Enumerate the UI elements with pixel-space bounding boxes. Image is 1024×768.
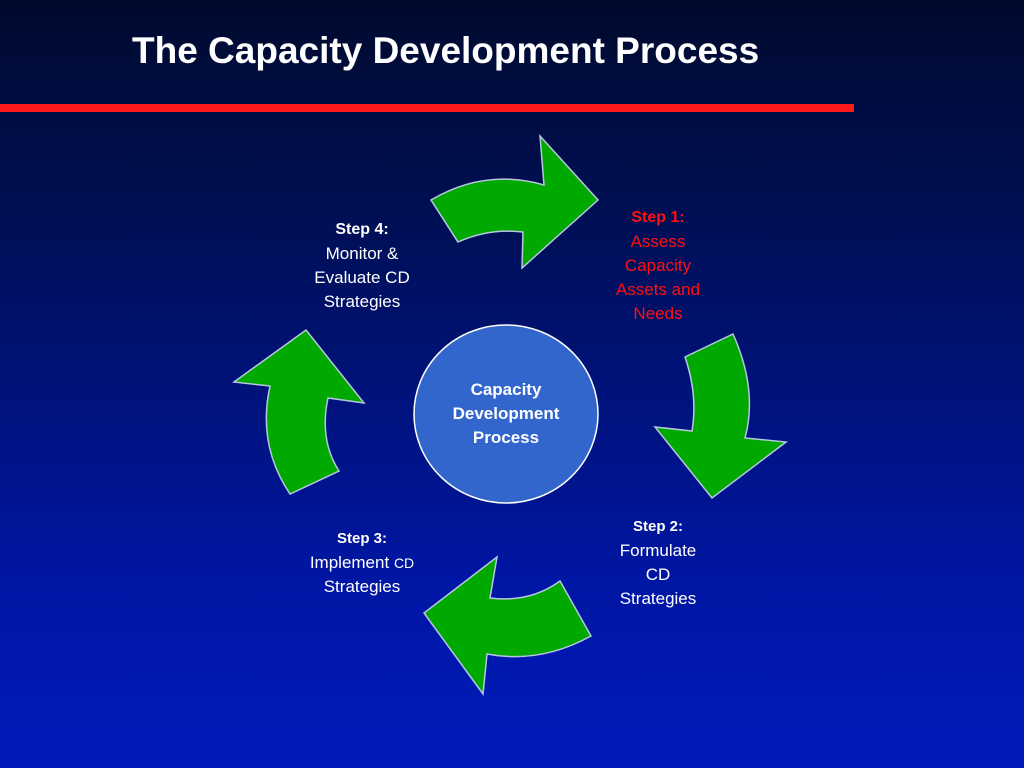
cycle-arrow-bottom <box>422 555 593 697</box>
center-circle <box>413 324 599 504</box>
step-1-line: Assess <box>630 232 686 251</box>
step-3-heading: Step 3: <box>336 530 387 547</box>
step-2-line: Strategies <box>619 589 697 608</box>
step-3-label: Step 3: Implement CD Strategies <box>292 527 432 599</box>
cycle-arrow-left <box>231 328 366 495</box>
step-3-line-main: Implement <box>309 553 390 572</box>
center-label: Capacity Development Process <box>415 378 597 450</box>
cycle-arrow-top <box>429 133 600 270</box>
page-title: The Capacity Development Process <box>132 30 760 71</box>
step-3-line: Implement CD <box>292 551 432 575</box>
step-3-line: Strategies <box>323 577 401 596</box>
step-4-heading: Step 4: <box>335 221 389 238</box>
center-label-line: Development <box>452 404 560 423</box>
cycle-arrow-right <box>653 332 788 500</box>
step-4-line: Strategies <box>323 292 401 311</box>
step-2-label: Step 2: Formulate CD Strategies <box>598 515 718 611</box>
step-1-line: Capacity <box>624 256 692 275</box>
step-2-line: CD <box>645 565 671 584</box>
step-1-heading: Step 1: <box>631 209 685 226</box>
step-1-line: Assets and <box>615 280 701 299</box>
step-1-line: Needs <box>633 304 683 323</box>
step-1-label: Step 1: Assess Capacity Assets and Needs <box>598 206 718 326</box>
step-3-line-small: CD <box>393 555 415 571</box>
step-2-line: Formulate <box>619 541 697 560</box>
center-label-line: Capacity <box>470 380 542 399</box>
step-4-label: Step 4: Monitor & Evaluate CD Strategies <box>297 218 427 314</box>
step-4-line: Evaluate CD <box>314 268 410 287</box>
step-4-line: Monitor & <box>325 244 399 263</box>
title-underline <box>0 104 854 112</box>
step-2-heading: Step 2: <box>632 518 683 535</box>
center-label-line: Process <box>472 428 540 447</box>
